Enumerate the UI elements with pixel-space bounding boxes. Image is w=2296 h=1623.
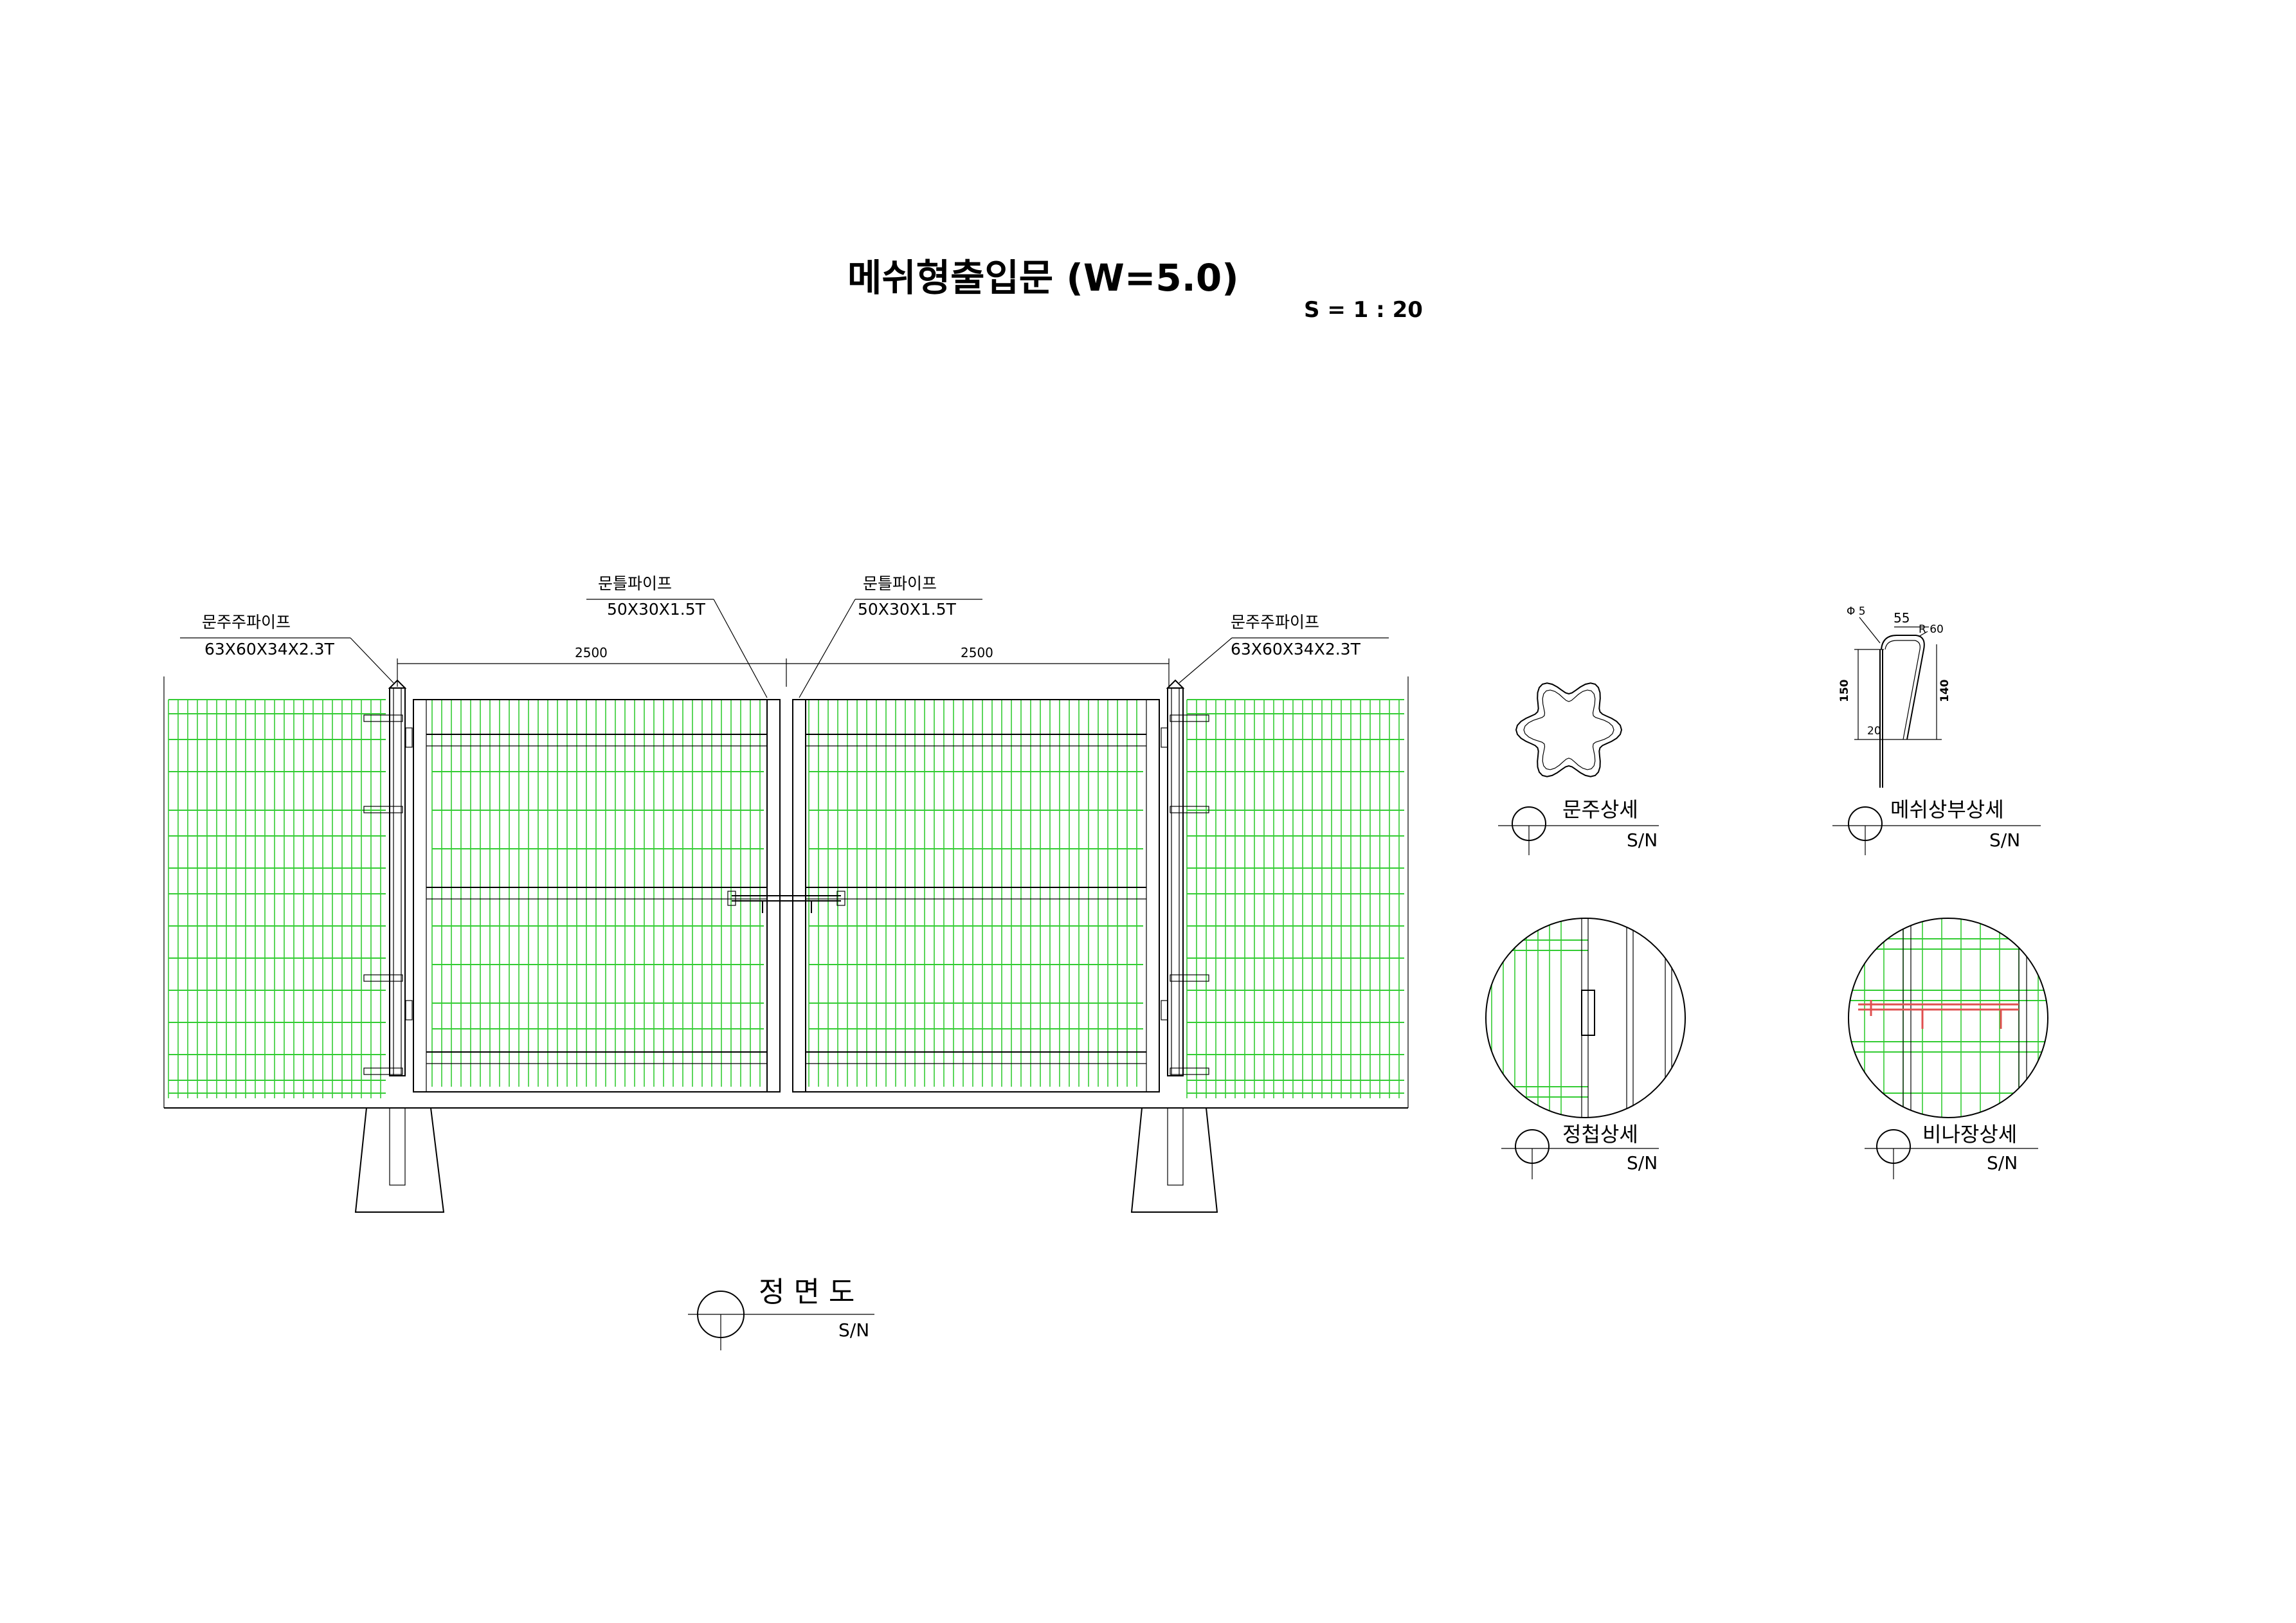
latch-detail: 비나장상세 S/N <box>1848 918 2048 1179</box>
detail-post-scale: S/N <box>1627 830 1658 851</box>
front-elevation: 2500 2500 문주주파이프 63X60X34X2.3T 문틀파이프 50X… <box>163 574 1409 1350</box>
leader-lines <box>180 599 1389 698</box>
hinge-detail: 정첩상세 S/N <box>1485 918 1686 1179</box>
post-left <box>363 679 413 1076</box>
mesh-top-radius: R 60 <box>1919 623 1944 636</box>
post-right-label: 문주주파이프 <box>1231 613 1319 631</box>
detail-latch-scale: S/N <box>1987 1152 2018 1174</box>
detail-hinge-title: 정첩상세 <box>1562 1122 1638 1147</box>
mesh-top-detail: Φ 5 55 R 60 150 140 20 메쉬상부상세 S/N <box>1832 605 2041 855</box>
front-view-marker <box>688 1291 874 1350</box>
dimension-left: 2500 <box>575 645 608 660</box>
frame-left-label: 문틀파이프 <box>598 574 672 593</box>
post-left-label: 문주주파이프 <box>202 613 291 631</box>
dimension-right: 2500 <box>961 645 993 660</box>
footing-left <box>354 1107 445 1213</box>
drawing-title: 메쉬형출입문 (W=5.0) <box>847 256 1239 300</box>
fence-mesh-left <box>168 699 386 1098</box>
footing-right <box>1130 1107 1218 1213</box>
front-view-title: 정 면 도 <box>759 1276 854 1309</box>
detail-hinge-scale: S/N <box>1627 1152 1658 1174</box>
post-section-detail: 문주상세 S/N <box>1498 682 1659 855</box>
front-view-scale: S/N <box>838 1319 869 1341</box>
gate-latch <box>727 891 845 913</box>
mesh-top-height-inner: 140 <box>1939 679 1951 702</box>
frame-right-label: 문틀파이프 <box>863 574 937 593</box>
gate-mesh-left <box>431 700 764 1087</box>
mesh-top-phi: Φ 5 <box>1847 605 1866 618</box>
detail-latch-title: 비나장상세 <box>1922 1122 2017 1147</box>
drawing-scale: S = 1 : 20 <box>1304 297 1423 323</box>
gate-leaf-left <box>413 699 781 1093</box>
mesh-top-height-outer: 150 <box>1838 679 1851 702</box>
frame-right-spec: 50X30X1.5T <box>858 600 957 619</box>
detail-mesh-title: 메쉬상부상세 <box>1890 797 2004 822</box>
post-left-spec: 63X60X34X2.3T <box>204 640 335 658</box>
detail-post-title: 문주상세 <box>1562 797 1638 822</box>
mesh-top-bottom: 20 <box>1867 725 1881 738</box>
post-right <box>1161 679 1209 1076</box>
fence-mesh-right <box>1186 699 1404 1098</box>
post-right-spec: 63X60X34X2.3T <box>1231 640 1361 658</box>
frame-left-spec: 50X30X1.5T <box>607 600 706 619</box>
gate-mesh-right <box>808 700 1143 1087</box>
detail-mesh-scale: S/N <box>1989 830 2020 851</box>
dimension-line <box>397 658 1170 687</box>
mesh-top-width: 55 <box>1894 610 1910 626</box>
hinge-plate <box>1581 990 1595 1036</box>
